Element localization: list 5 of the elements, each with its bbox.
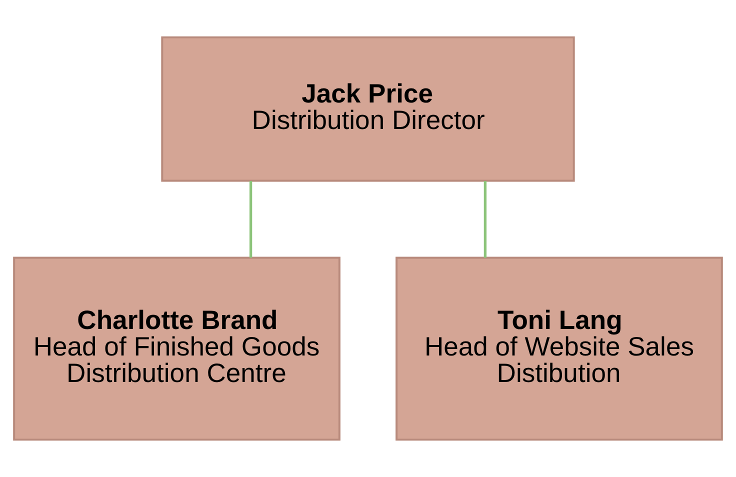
connector [249, 180, 252, 258]
node-box: Jack Price Distribution Director [161, 36, 575, 182]
node-box: Toni Lang Head of Website Sales Distibution [396, 256, 723, 441]
connector [484, 180, 487, 258]
node-box: Charlotte Brand Head of Finished Goods Distribution Centre [13, 256, 340, 441]
